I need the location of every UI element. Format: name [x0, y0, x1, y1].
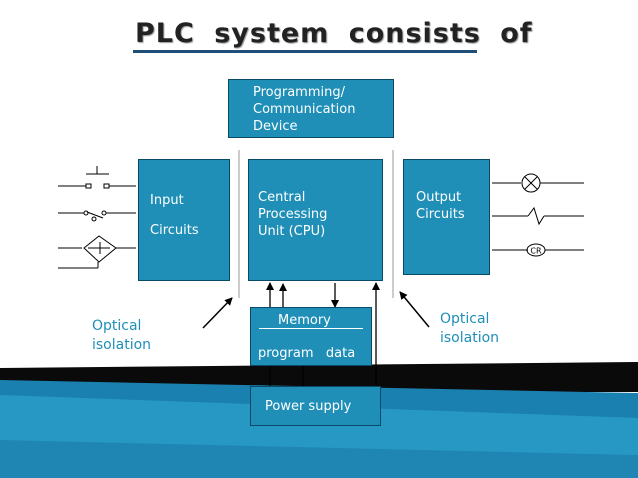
programming-device-block: Programming/ Communication Device: [228, 79, 394, 138]
cpu-block: Central Processing Unit (CPU): [248, 159, 383, 281]
memory-sections-label: program data: [258, 346, 356, 361]
input-limit-switch-symbol: [58, 210, 136, 222]
output-circuits-block: Output Circuits: [403, 159, 490, 275]
memory-block: Memory program data: [250, 307, 372, 366]
output-heater-symbol: [492, 206, 584, 226]
output-circuits-label: Output Circuits: [416, 190, 465, 222]
power-supply-block: Power supply: [250, 386, 381, 426]
input-sensor-symbol: [58, 235, 136, 269]
title-underline: [133, 50, 477, 53]
right-isolation-arrow: [399, 291, 430, 328]
output-relay-coil-symbol: [492, 243, 584, 257]
left-isolation-arrow: [202, 297, 233, 329]
slide-title: PLC system consists of: [135, 18, 533, 49]
memory-divider: [259, 328, 363, 329]
input-circuits-block: Input Circuits: [138, 159, 230, 281]
memory-title: Memory: [278, 313, 331, 328]
relay-coil-label: CR: [530, 247, 542, 256]
bottom-accent-band: [0, 440, 638, 478]
power-supply-label: Power supply: [265, 399, 352, 414]
cpu-label: Central Processing Unit (CPU): [258, 190, 328, 239]
input-switch-symbol: [58, 166, 136, 189]
output-lamp-symbol: [492, 173, 584, 193]
left-optical-isolation-note: Optical isolation: [92, 318, 152, 353]
right-optical-isolation-note: Optical isolation: [440, 311, 500, 346]
programming-device-label: Programming/ Communication Device: [253, 85, 356, 134]
input-circuits-label: Input Circuits: [150, 193, 199, 238]
